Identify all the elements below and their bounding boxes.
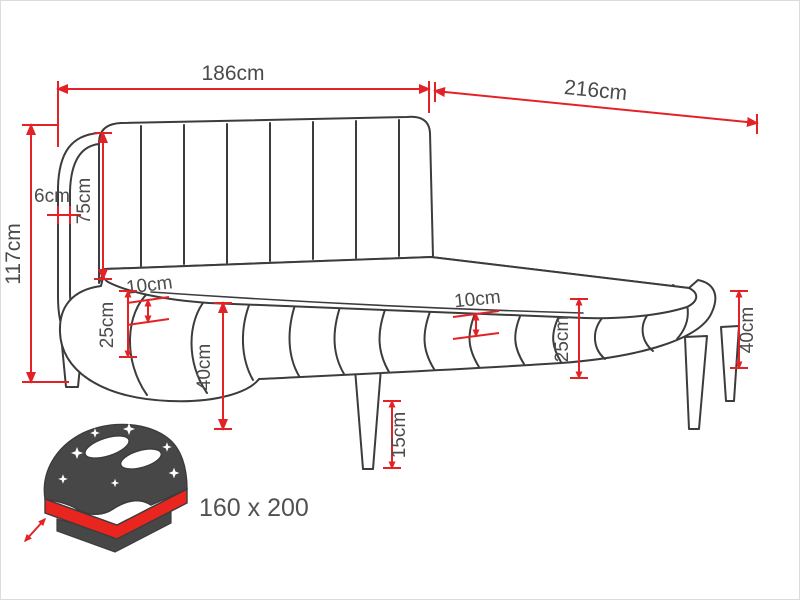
- mattress-seam: [150, 291, 584, 314]
- roll-seam: [288, 301, 300, 377]
- dimensions: 186cm 216cm 117cm 6cm 75cm: [2, 62, 759, 470]
- leg-front-center: [354, 367, 382, 470]
- dim-label: 117cm: [2, 223, 25, 284]
- dim-label: 6cm: [34, 186, 70, 207]
- dim-label: 186cm: [201, 62, 264, 85]
- dim-label: 40cm: [194, 344, 215, 390]
- leg-back-right: [720, 325, 740, 402]
- dim-mattress-reveal-front: 10cm: [452, 287, 502, 340]
- dim-headboard-width: 186cm: [56, 62, 431, 147]
- dim-label: 25cm: [552, 316, 573, 362]
- leg-front-right: [684, 335, 708, 430]
- dim-label: 10cm: [453, 287, 501, 313]
- icon-pillow: [84, 435, 130, 459]
- roll-seam: [190, 298, 208, 394]
- headboard-channels: [140, 119, 400, 267]
- bed-legs: [60, 325, 740, 470]
- dim-label: 216cm: [563, 76, 628, 105]
- dim-frame-total-left: 40cm: [194, 301, 232, 431]
- roll-seam: [423, 308, 435, 370]
- dim-total-length: 216cm: [433, 76, 759, 134]
- dim-line: [433, 87, 759, 127]
- bed-with-stars-icon: [23, 423, 188, 553]
- icon-duvet: [43, 423, 188, 515]
- sleeping-area-size: 160 x 200: [199, 494, 309, 522]
- dim-total-height: 117cm: [2, 123, 69, 384]
- dim-headboard-height: 75cm: [74, 131, 112, 281]
- roll-seam: [242, 299, 254, 381]
- dim-label: 25cm: [97, 302, 118, 348]
- roll-seam: [594, 316, 606, 360]
- dim-leg-height: 15cm: [383, 399, 410, 470]
- sleeping-area: 160 x 200: [23, 423, 309, 553]
- dim-frame-upper-right: 25cm: [552, 297, 588, 380]
- diagonal-resize-arrow-icon: [23, 517, 47, 543]
- roll-seam: [514, 313, 525, 365]
- dim-frame-upper-left: 25cm: [97, 289, 137, 359]
- dim-label: 40cm: [737, 307, 758, 353]
- dim-side-thickness: 6cm: [34, 186, 81, 224]
- dim-frame-total-right: 40cm: [730, 289, 758, 370]
- roll-seam: [378, 306, 390, 373]
- roll-seam: [333, 303, 345, 375]
- roll-seam: [552, 315, 562, 363]
- icon-pillow: [119, 448, 163, 470]
- dim-label: 15cm: [389, 412, 410, 458]
- dim-label: 75cm: [74, 178, 95, 224]
